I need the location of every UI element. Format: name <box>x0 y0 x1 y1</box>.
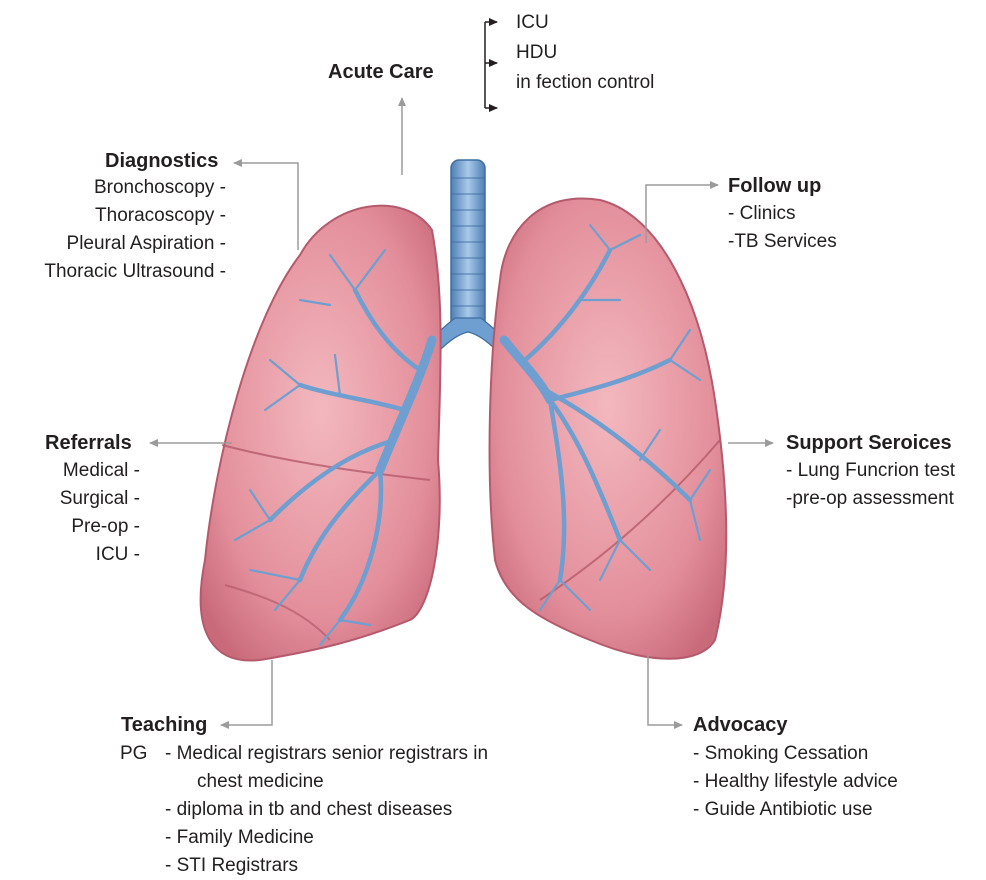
acute-care-item: HDU <box>516 38 654 68</box>
diagnostics-list: Bronchoscopy - Thoracoscopy - Pleural As… <box>44 174 226 286</box>
diagnostics-item: Thoracic Ultrasound - <box>44 258 226 286</box>
teaching-item: - STI Registrars <box>165 852 488 880</box>
referrals-item: ICU - <box>60 541 140 569</box>
connector-advocacy <box>648 655 682 725</box>
diagnostics-item: Bronchoscopy - <box>44 174 226 202</box>
advocacy-item: - Healthy lifestyle advice <box>693 768 898 796</box>
teaching-item: - diploma in tb and chest diseases <box>165 796 488 824</box>
connector-follow-up <box>646 185 718 243</box>
referrals-item: Pre-op - <box>60 513 140 541</box>
advocacy-title: Advocacy <box>693 711 788 739</box>
follow-up-title: Follow up <box>728 172 821 200</box>
referrals-item: Surgical - <box>60 485 140 513</box>
support-services-item: -pre-op assessment <box>786 485 955 513</box>
acute-care-item: in fection control <box>516 68 654 98</box>
connector-diagnostics <box>234 163 298 250</box>
referrals-title: Referrals <box>45 429 132 457</box>
diagnostics-item: Pleural Aspiration - <box>44 230 226 258</box>
teaching-item: chest medicine <box>165 768 488 796</box>
support-services-item: - Lung Funcrion test <box>786 457 955 485</box>
diagnostics-title: Diagnostics <box>105 147 218 175</box>
referrals-list: Medical - Surgical - Pre-op - ICU - <box>60 457 140 569</box>
advocacy-list: - Smoking Cessation - Healthy lifestyle … <box>693 740 898 824</box>
diagnostics-item: Thoracoscopy - <box>44 202 226 230</box>
teaching-title: Teaching <box>121 711 207 739</box>
support-services-list: - Lung Funcrion test -pre-op assessment <box>786 457 955 513</box>
left-lung <box>201 206 441 661</box>
follow-up-item: - Clinics <box>728 200 837 228</box>
teaching-item: - Medical registrars senior registrars i… <box>165 740 488 768</box>
teaching-item: - Family Medicine <box>165 824 488 852</box>
acute-care-list: ICU HDU in fection control <box>516 8 654 98</box>
acute-care-title: Acute Care <box>328 58 434 86</box>
support-services-title: Support Seroices <box>786 429 952 457</box>
referrals-item: Medical - <box>60 457 140 485</box>
advocacy-item: - Smoking Cessation <box>693 740 898 768</box>
teaching-prefix: PG <box>120 740 147 768</box>
connector-teaching <box>221 660 272 725</box>
advocacy-item: - Guide Antibiotic use <box>693 796 898 824</box>
acute-care-bracket <box>485 22 497 108</box>
teaching-list: - Medical registrars senior registrars i… <box>165 740 488 880</box>
acute-care-item: ICU <box>516 8 654 38</box>
follow-up-item: -TB Services <box>728 228 837 256</box>
follow-up-list: - Clinics -TB Services <box>728 200 837 256</box>
